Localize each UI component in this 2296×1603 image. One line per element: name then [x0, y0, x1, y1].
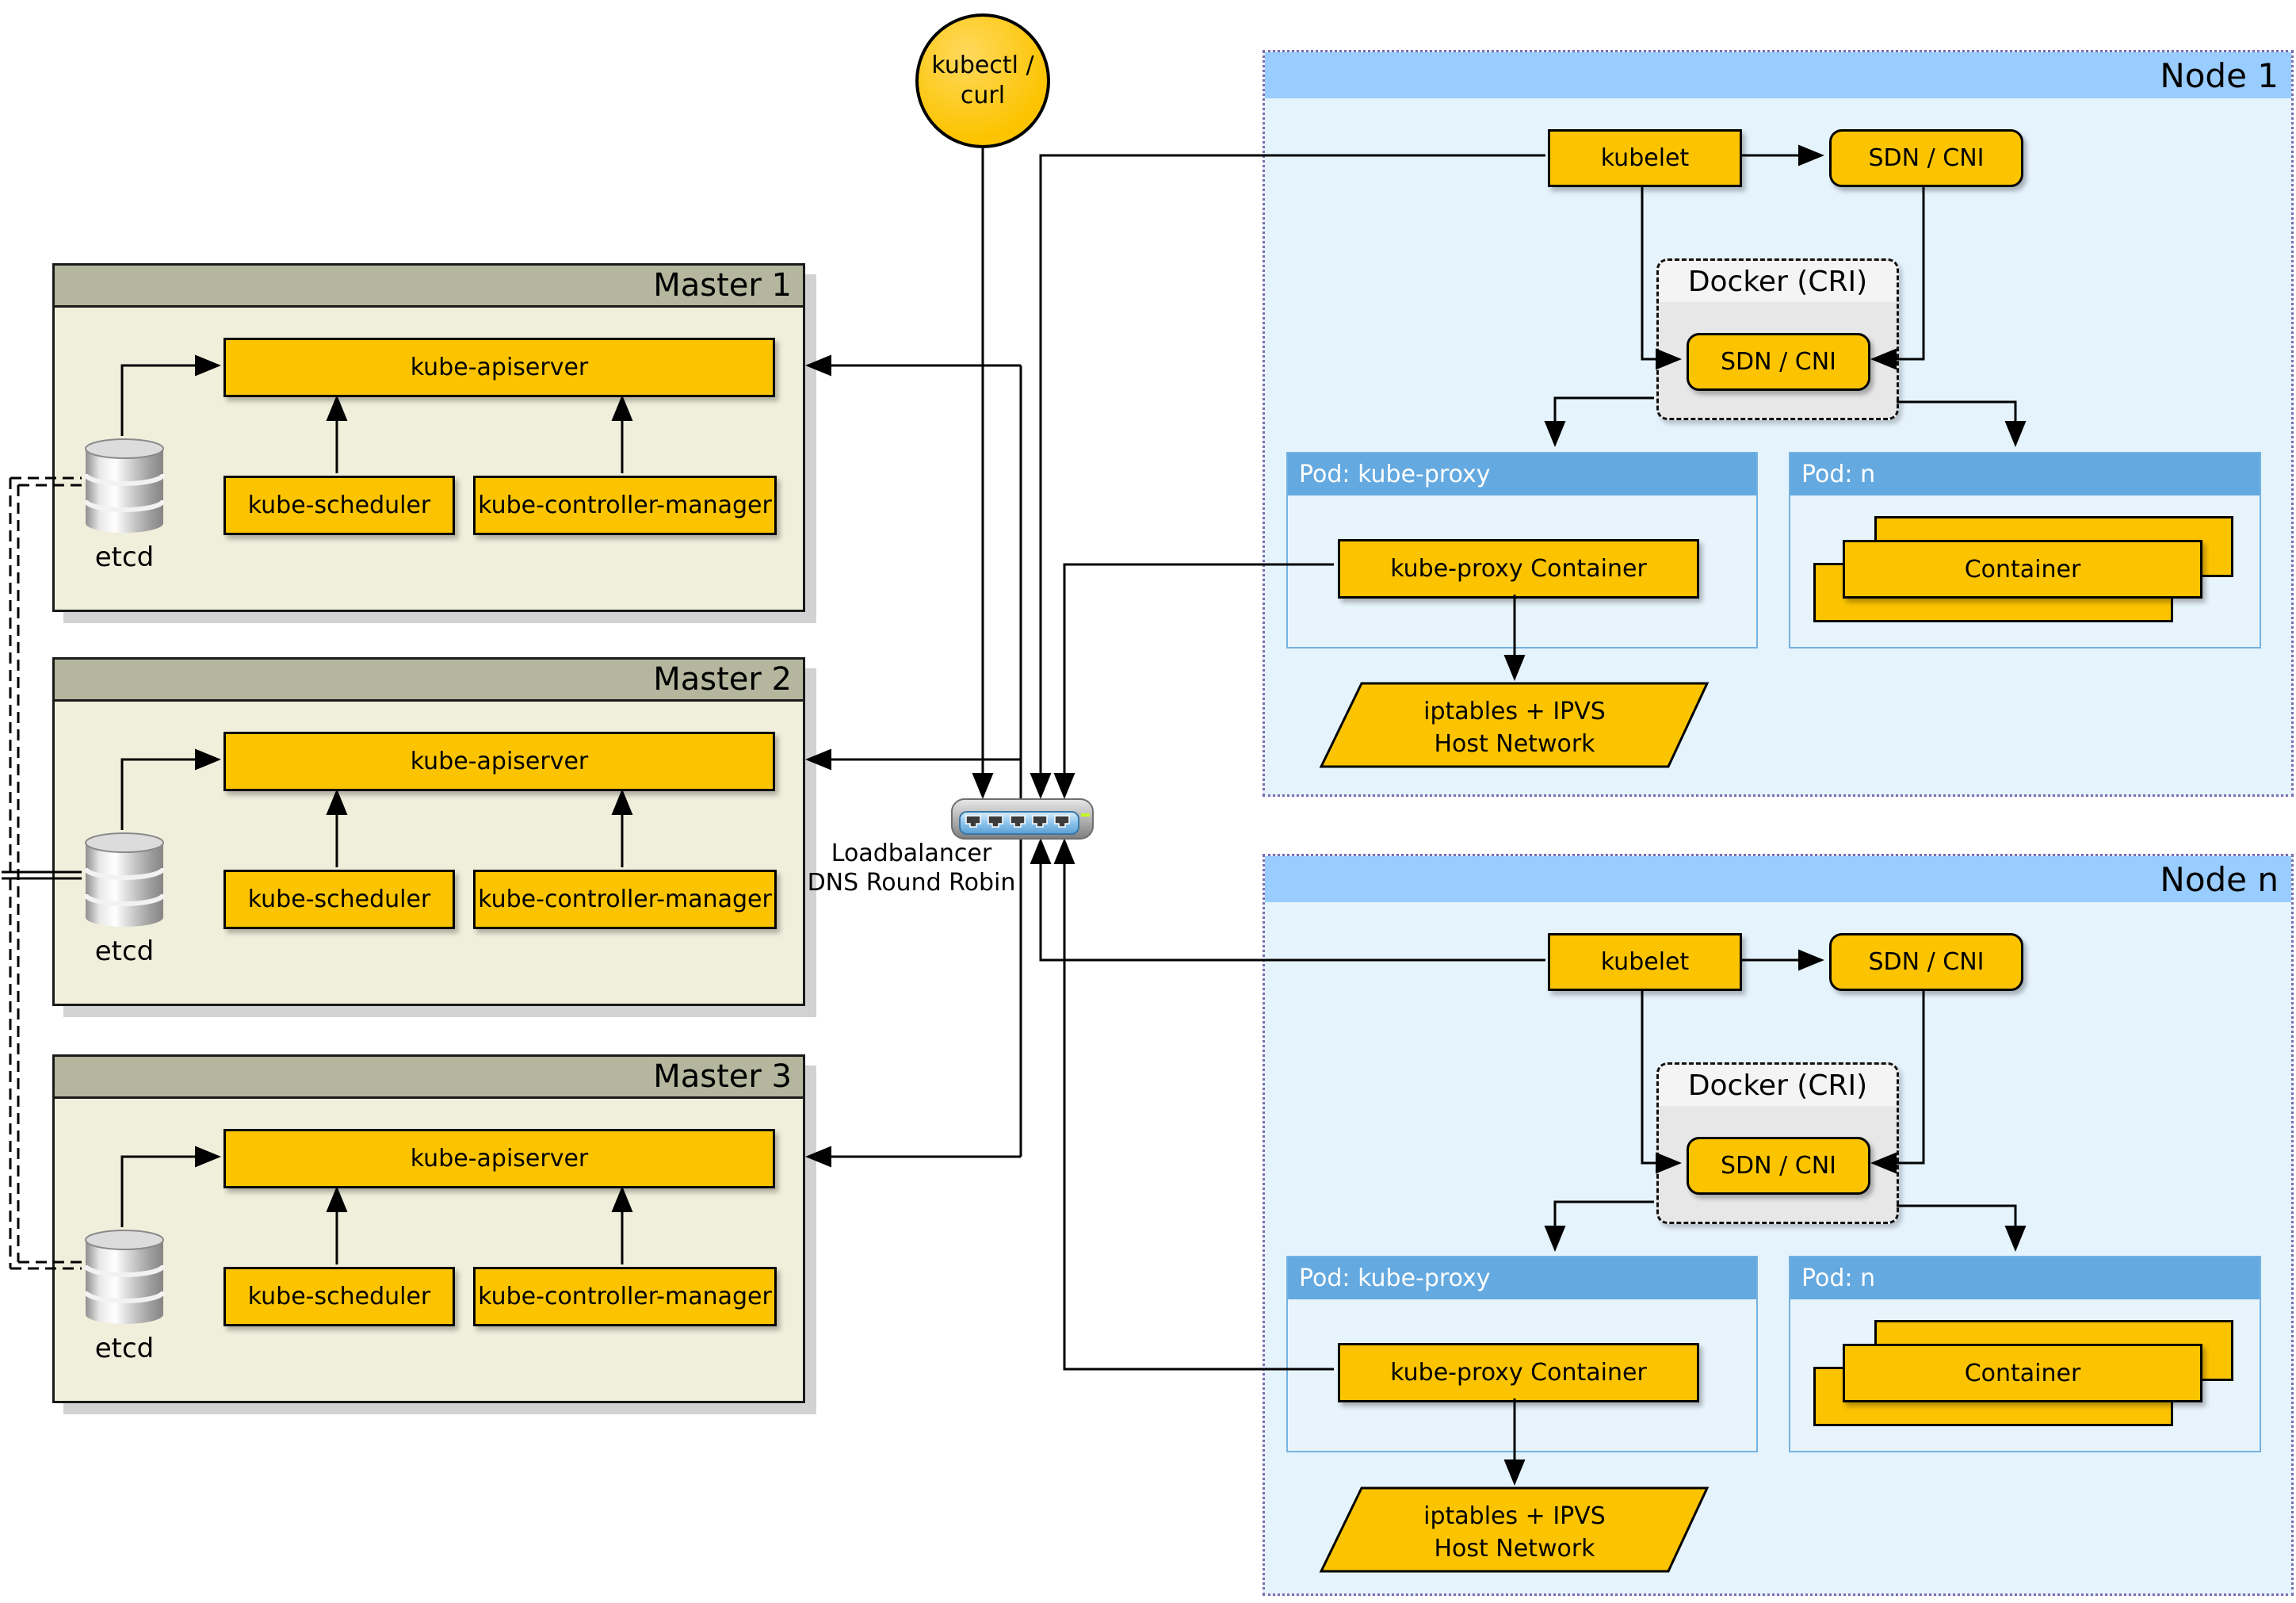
master-3-kube-apiserver-box: kube-apiserver [223, 1129, 775, 1188]
master-3-header: Master 3 [55, 1057, 803, 1099]
master-1-kube-scheduler-label: kube-scheduler [247, 492, 431, 519]
node-n-pod-kube-proxy-title: Pod: kube-proxy [1299, 1264, 1491, 1292]
node-1-pod-n-title: Pod: n [1801, 461, 1876, 488]
master-3-kube-scheduler-label: kube-scheduler [247, 1283, 431, 1310]
node-n-sdn-cni-inner-label: SDN / CNI [1720, 1152, 1836, 1180]
kubectl-label-line2: curl [960, 82, 1006, 109]
master-2-kube-scheduler-box: kube-scheduler [223, 870, 455, 929]
master-1-kube-controller-manager-label: kube-controller-manager [478, 492, 772, 519]
kubectl-label-line1: kubectl / [931, 52, 1034, 79]
node-1-sdn-cni-box: SDN / CNI [1829, 129, 2023, 187]
node-1-kubelet-box: kubelet [1548, 129, 1742, 187]
node-1-box: Node 1 kubelet SDN / CNI Docker (CRI) SD… [1263, 50, 2294, 797]
node-n-container-label: Container [1964, 1359, 2081, 1387]
kubectl-curl-node: kubectl / curl [915, 13, 1050, 148]
node-n-kubelet-label: kubelet [1600, 948, 1690, 976]
master-2-kube-apiserver-label: kube-apiserver [410, 748, 589, 775]
node-n-pod-n-box: Pod: n Container [1789, 1256, 2261, 1452]
node-n-kube-proxy-container-box: kube-proxy Container [1338, 1343, 1699, 1402]
node-1-sdn-cni-inner-box: SDN / CNI [1687, 333, 1870, 391]
master-2-header: Master 2 [55, 660, 803, 702]
master-1-title: Master 1 [653, 267, 792, 304]
master-2-etcd-label: etcd [94, 935, 155, 967]
node-1-sdn-cni-inner-label: SDN / CNI [1720, 348, 1836, 376]
master-2-kube-controller-manager-box: kube-controller-manager [473, 870, 777, 929]
node-1-pod-n-box: Pod: n Container [1789, 452, 2261, 648]
loadbalancer-label-line1: Loadbalancer [831, 840, 992, 867]
node-n-pod-kube-proxy-header: Pod: kube-proxy [1288, 1257, 1756, 1299]
master-3-etcd-label: etcd [94, 1333, 155, 1364]
master-3-kube-controller-manager-box: kube-controller-manager [473, 1267, 777, 1326]
node-1-pod-n-header: Pod: n [1790, 453, 2260, 495]
node-n-sdn-cni-inner-box: SDN / CNI [1687, 1137, 1870, 1195]
node-1-pod-kube-proxy-box: Pod: kube-proxy kube-proxy Container [1286, 452, 1758, 648]
master-3-kube-scheduler-box: kube-scheduler [223, 1267, 455, 1326]
master-1-kube-scheduler-box: kube-scheduler [223, 476, 455, 535]
node-1-container-front: Container [1843, 540, 2202, 599]
node-n-pod-n-title: Pod: n [1801, 1264, 1876, 1292]
node-1-kube-proxy-container-label: kube-proxy Container [1390, 555, 1647, 583]
master-1-header: Master 1 [55, 266, 803, 308]
master-1-kube-apiserver-label: kube-apiserver [410, 354, 589, 381]
master-1-kube-controller-manager-box: kube-controller-manager [473, 476, 777, 535]
master-3-title: Master 3 [653, 1058, 792, 1095]
node-1-kubelet-label: kubelet [1600, 144, 1690, 172]
master-2-kube-controller-manager-label: kube-controller-manager [478, 886, 772, 913]
loadbalancer-led [1081, 813, 1090, 817]
node-n-header: Node n [1265, 856, 2291, 902]
master-2-kube-apiserver-box: kube-apiserver [223, 732, 775, 791]
master-2-kube-scheduler-label: kube-scheduler [247, 886, 431, 913]
node-n-container-front: Container [1843, 1344, 2202, 1402]
master-2-title: Master 2 [653, 661, 792, 698]
node-1-sdn-cni-label: SDN / CNI [1868, 144, 1985, 172]
master-1-kube-apiserver-box: kube-apiserver [223, 338, 775, 397]
loadbalancer-switch-icon [951, 798, 1094, 840]
master-1-box: Master 1 kube-apiserver kube-scheduler k… [52, 263, 805, 612]
node-n-sdn-cni-label: SDN / CNI [1868, 948, 1985, 976]
node-n-sdn-cni-box: SDN / CNI [1829, 933, 2023, 991]
node-1-kube-proxy-container-box: kube-proxy Container [1338, 539, 1699, 599]
node-n-kube-proxy-container-label: kube-proxy Container [1390, 1359, 1647, 1387]
master-1-etcd-label: etcd [94, 541, 155, 573]
master-3-kube-controller-manager-label: kube-controller-manager [478, 1283, 772, 1310]
node-n-pod-kube-proxy-box: Pod: kube-proxy kube-proxy Container [1286, 1256, 1758, 1452]
node-n-docker-cri-title: Docker (CRI) [1687, 1069, 1868, 1102]
node-n-title: Node n [2160, 859, 2279, 899]
node-n-kubelet-box: kubelet [1548, 933, 1742, 991]
master-3-box: Master 3 kube-apiserver kube-scheduler k… [52, 1054, 805, 1403]
node-1-docker-cri-title: Docker (CRI) [1687, 266, 1868, 298]
node-1-header: Node 1 [1265, 52, 2291, 98]
node-1-title: Node 1 [2160, 55, 2279, 95]
node-1-pod-kube-proxy-header: Pod: kube-proxy [1288, 453, 1756, 495]
node-n-pod-n-header: Pod: n [1790, 1257, 2260, 1299]
master-3-etcd-database-icon [84, 1230, 165, 1324]
loadbalancer-label-line2: DNS Round Robin [807, 869, 1016, 897]
master-3-kube-apiserver-label: kube-apiserver [410, 1145, 589, 1173]
master-1-etcd-database-icon [84, 438, 165, 533]
loadbalancer-label: Loadbalancer DNS Round Robin [753, 839, 1070, 897]
node-1-container-label: Container [1964, 555, 2081, 583]
node-n-box: Node n kubelet SDN / CNI Docker (CRI) SD… [1263, 854, 2294, 1596]
master-2-etcd-database-icon [84, 832, 165, 927]
master-2-box: Master 2 kube-apiserver kube-scheduler k… [52, 657, 805, 1006]
node-1-pod-kube-proxy-title: Pod: kube-proxy [1299, 461, 1491, 488]
